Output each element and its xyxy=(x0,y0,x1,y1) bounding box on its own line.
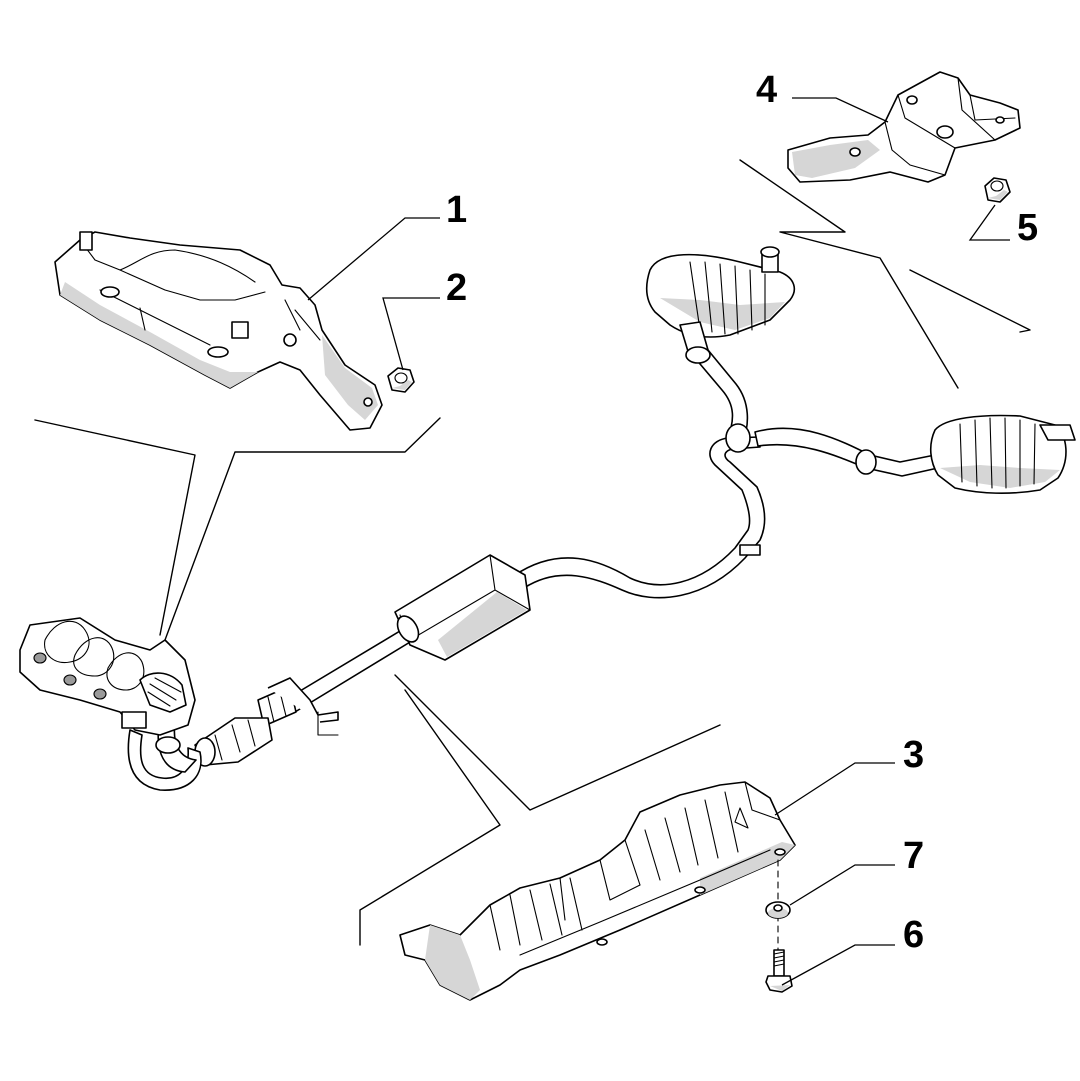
heat-shield-rear-part-4 xyxy=(787,71,1021,183)
callout-leader-lines xyxy=(307,97,1010,986)
callout-4: 4 xyxy=(756,69,777,111)
callout-7: 7 xyxy=(903,835,924,877)
heat-shield-manifold-part-1 xyxy=(54,231,383,431)
callout-5: 5 xyxy=(1017,207,1038,249)
washer-part-7 xyxy=(765,901,791,919)
callout-1: 1 xyxy=(446,189,467,231)
exhaust-pipe-assembly xyxy=(127,349,939,791)
nut-part-5 xyxy=(984,177,1011,203)
callout-6: 6 xyxy=(903,914,924,956)
exhaust-manifold xyxy=(19,617,196,736)
bolt-part-6 xyxy=(765,949,793,993)
callout-3: 3 xyxy=(903,734,924,776)
rear-muffler-left xyxy=(645,246,796,364)
rear-muffler-right xyxy=(855,414,1076,494)
callout-numbers: 1 2 3 4 5 6 7 xyxy=(446,69,1038,956)
explode-guide-lines xyxy=(34,159,1031,946)
nut-part-2 xyxy=(387,367,415,393)
heat-shield-underbody-part-3 xyxy=(399,781,796,1001)
callout-2: 2 xyxy=(446,267,467,309)
